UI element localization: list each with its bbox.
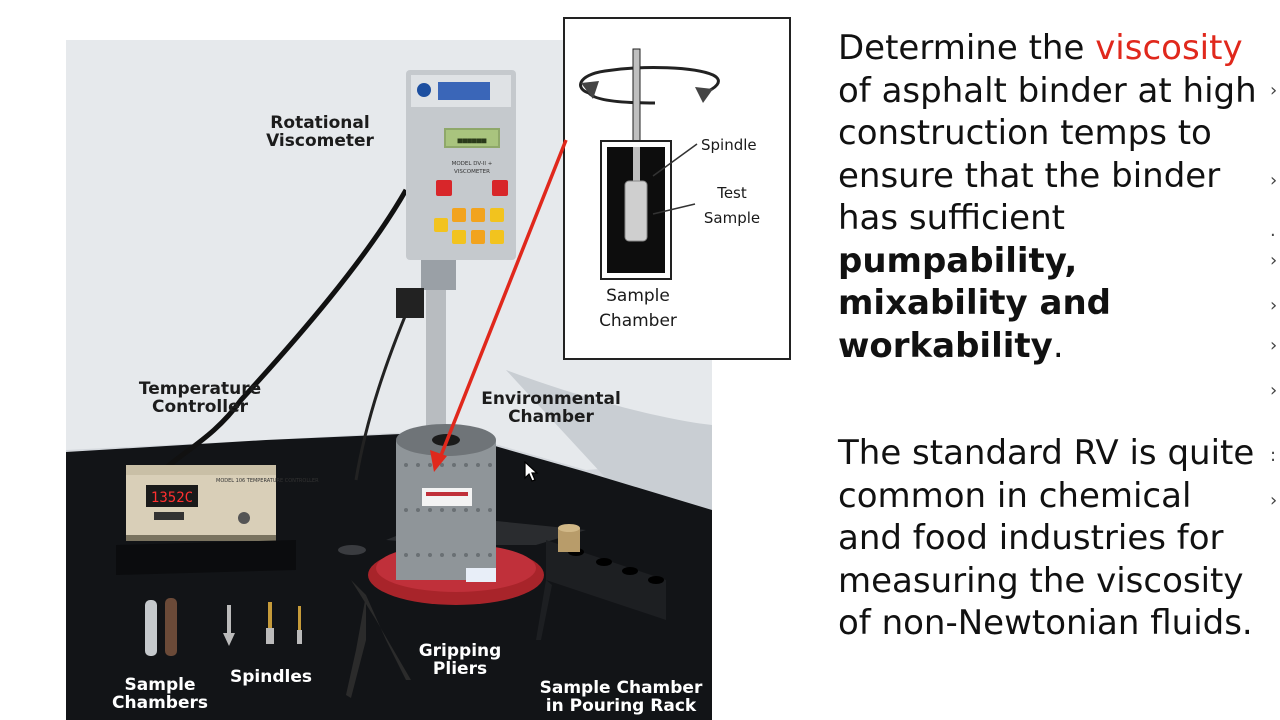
label-spindle: Spindle [701, 136, 757, 154]
label-temperature-controller: Temperature Controller [138, 379, 262, 417]
schematic-diagram [579, 48, 720, 280]
spindle-schematic: Spindle Test Sample Sample Chamber [563, 17, 791, 360]
label-rotational-viscometer: Rotational Viscometer [266, 113, 374, 151]
label-sample-chamber-rack: Sample Chamber in Pouring Rack [539, 678, 703, 716]
label-spindles: Spindles [230, 667, 312, 687]
paragraph-standard-rv: The standard RV is quite common in chemi… [838, 433, 1255, 643]
bold-properties: pumpability, mixability and workability [838, 240, 1111, 366]
mouse-cursor-icon [524, 461, 539, 482]
highlight-viscosity: viscosity [1095, 28, 1243, 68]
label-test-sample: Test Sample [703, 184, 761, 227]
label-gripping-pliers: Gripping Pliers [418, 641, 502, 679]
svg-text:MODEL DV-II +: MODEL DV-II + [452, 161, 493, 167]
next-slide-edge: › › . › › › › : › [1270, 80, 1278, 511]
svg-text:1352C: 1352C [151, 490, 193, 506]
svg-text:MODEL 106 TEMPERATURE CONTROLL: MODEL 106 TEMPERATURE CONTROLLER [216, 478, 319, 484]
label-sample-chamber: Sample Chamber [599, 286, 677, 331]
paragraph-purpose: Determine the viscosity of asphalt binde… [838, 28, 1257, 366]
label-environmental-chamber: Environmental Chamber [481, 389, 621, 427]
label-sample-chambers: Sample Chambers [112, 675, 208, 713]
svg-text:■■■■■■: ■■■■■■ [458, 136, 487, 145]
svg-text:VISCOMETER: VISCOMETER [454, 169, 490, 175]
